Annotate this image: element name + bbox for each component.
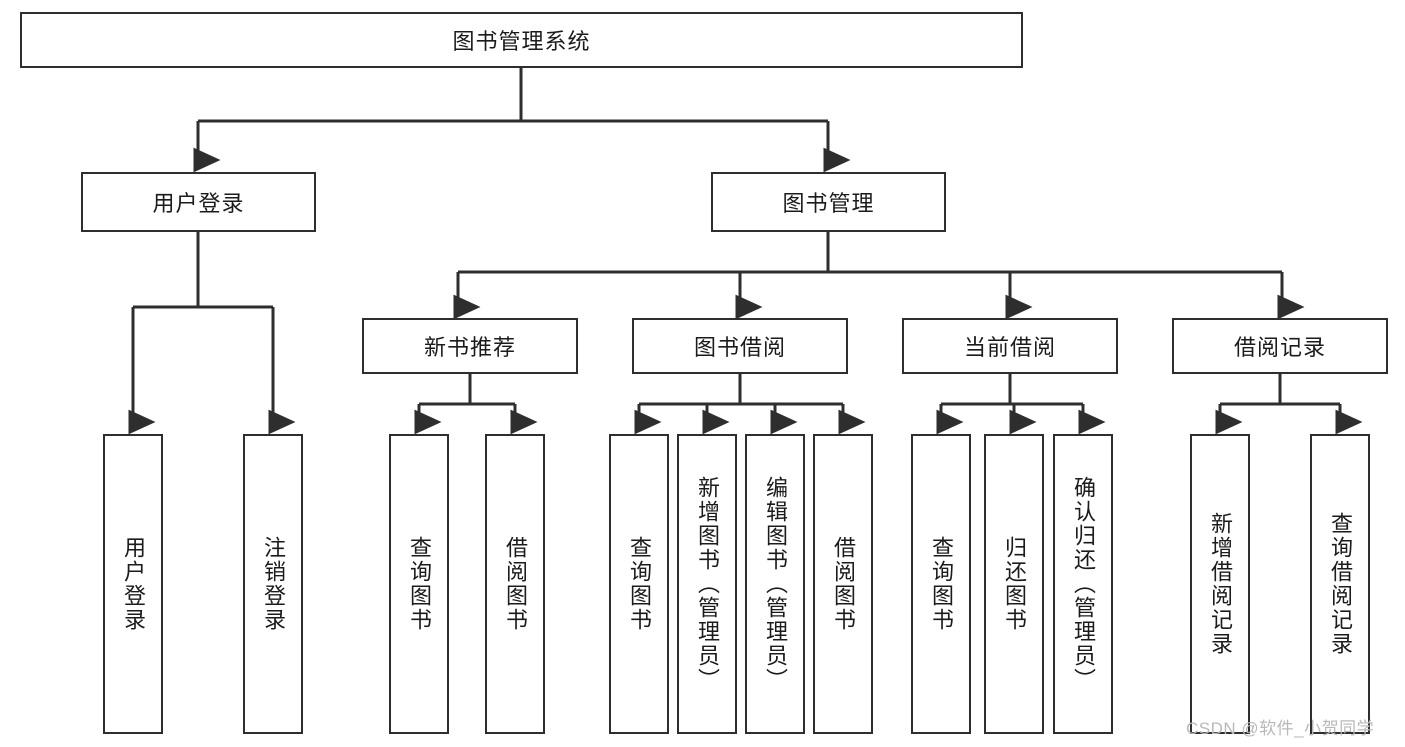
leaf-borrow-book[interactable]: 借阅图书 [813,434,873,734]
leaf-borrow-book-recommend[interactable]: 借阅图书 [485,434,545,734]
leaf-confirm-return-label: 确认归还（管理员） [1070,476,1096,692]
leaf-add-book[interactable]: 新增图书（管理员） [677,434,737,734]
leaf-add-borrow-record-label: 新增借阅记录 [1207,512,1233,656]
leaf-edit-book[interactable]: 编辑图书（管理员） [745,434,805,734]
leaf-query-book-borrow-label: 查询图书 [626,536,652,632]
node-borrow-record-label: 借阅记录 [1233,335,1326,360]
leaf-query-book-current-label: 查询图书 [928,536,954,632]
leaf-query-book-recommend-label: 查询图书 [406,536,432,632]
node-book-borrow[interactable]: 图书借阅 [632,318,848,374]
node-new-book-recommend[interactable]: 新书推荐 [362,318,578,374]
leaf-query-borrow-record-label: 查询借阅记录 [1327,512,1353,656]
leaf-borrow-book-recommend-label: 借阅图书 [502,536,528,632]
csdn-watermark: CSDN @软件_小贺同学 [1186,719,1375,738]
node-book-management[interactable]: 图书管理 [711,172,946,232]
node-user-login-label: 用户登录 [152,191,245,216]
node-user-login[interactable]: 用户登录 [81,172,316,232]
node-borrow-record[interactable]: 借阅记录 [1172,318,1388,374]
leaf-add-borrow-record[interactable]: 新增借阅记录 [1190,434,1250,734]
leaf-query-book-recommend[interactable]: 查询图书 [389,434,449,734]
leaf-query-book-current[interactable]: 查询图书 [911,434,971,734]
node-current-borrow[interactable]: 当前借阅 [902,318,1118,374]
leaf-add-book-label: 新增图书（管理员） [694,476,720,692]
leaf-user-login[interactable]: 用户登录 [103,434,163,734]
node-book-management-label: 图书管理 [782,191,875,216]
leaf-confirm-return[interactable]: 确认归还（管理员） [1053,434,1113,734]
leaf-return-book-label: 归还图书 [1001,536,1027,632]
leaf-logout[interactable]: 注销登录 [243,434,303,734]
leaf-edit-book-label: 编辑图书（管理员） [762,476,788,692]
leaf-borrow-book-label: 借阅图书 [830,536,856,632]
leaf-query-book-borrow[interactable]: 查询图书 [609,434,669,734]
leaf-logout-label: 注销登录 [260,536,286,632]
leaf-user-login-label: 用户登录 [120,536,146,632]
node-root[interactable]: 图书管理系统 [20,12,1023,68]
node-current-borrow-label: 当前借阅 [963,335,1056,360]
node-root-label: 图书管理系统 [452,29,591,54]
leaf-query-borrow-record[interactable]: 查询借阅记录 [1310,434,1370,734]
node-new-book-recommend-label: 新书推荐 [423,335,516,360]
leaf-return-book[interactable]: 归还图书 [984,434,1044,734]
node-book-borrow-label: 图书借阅 [693,335,786,360]
